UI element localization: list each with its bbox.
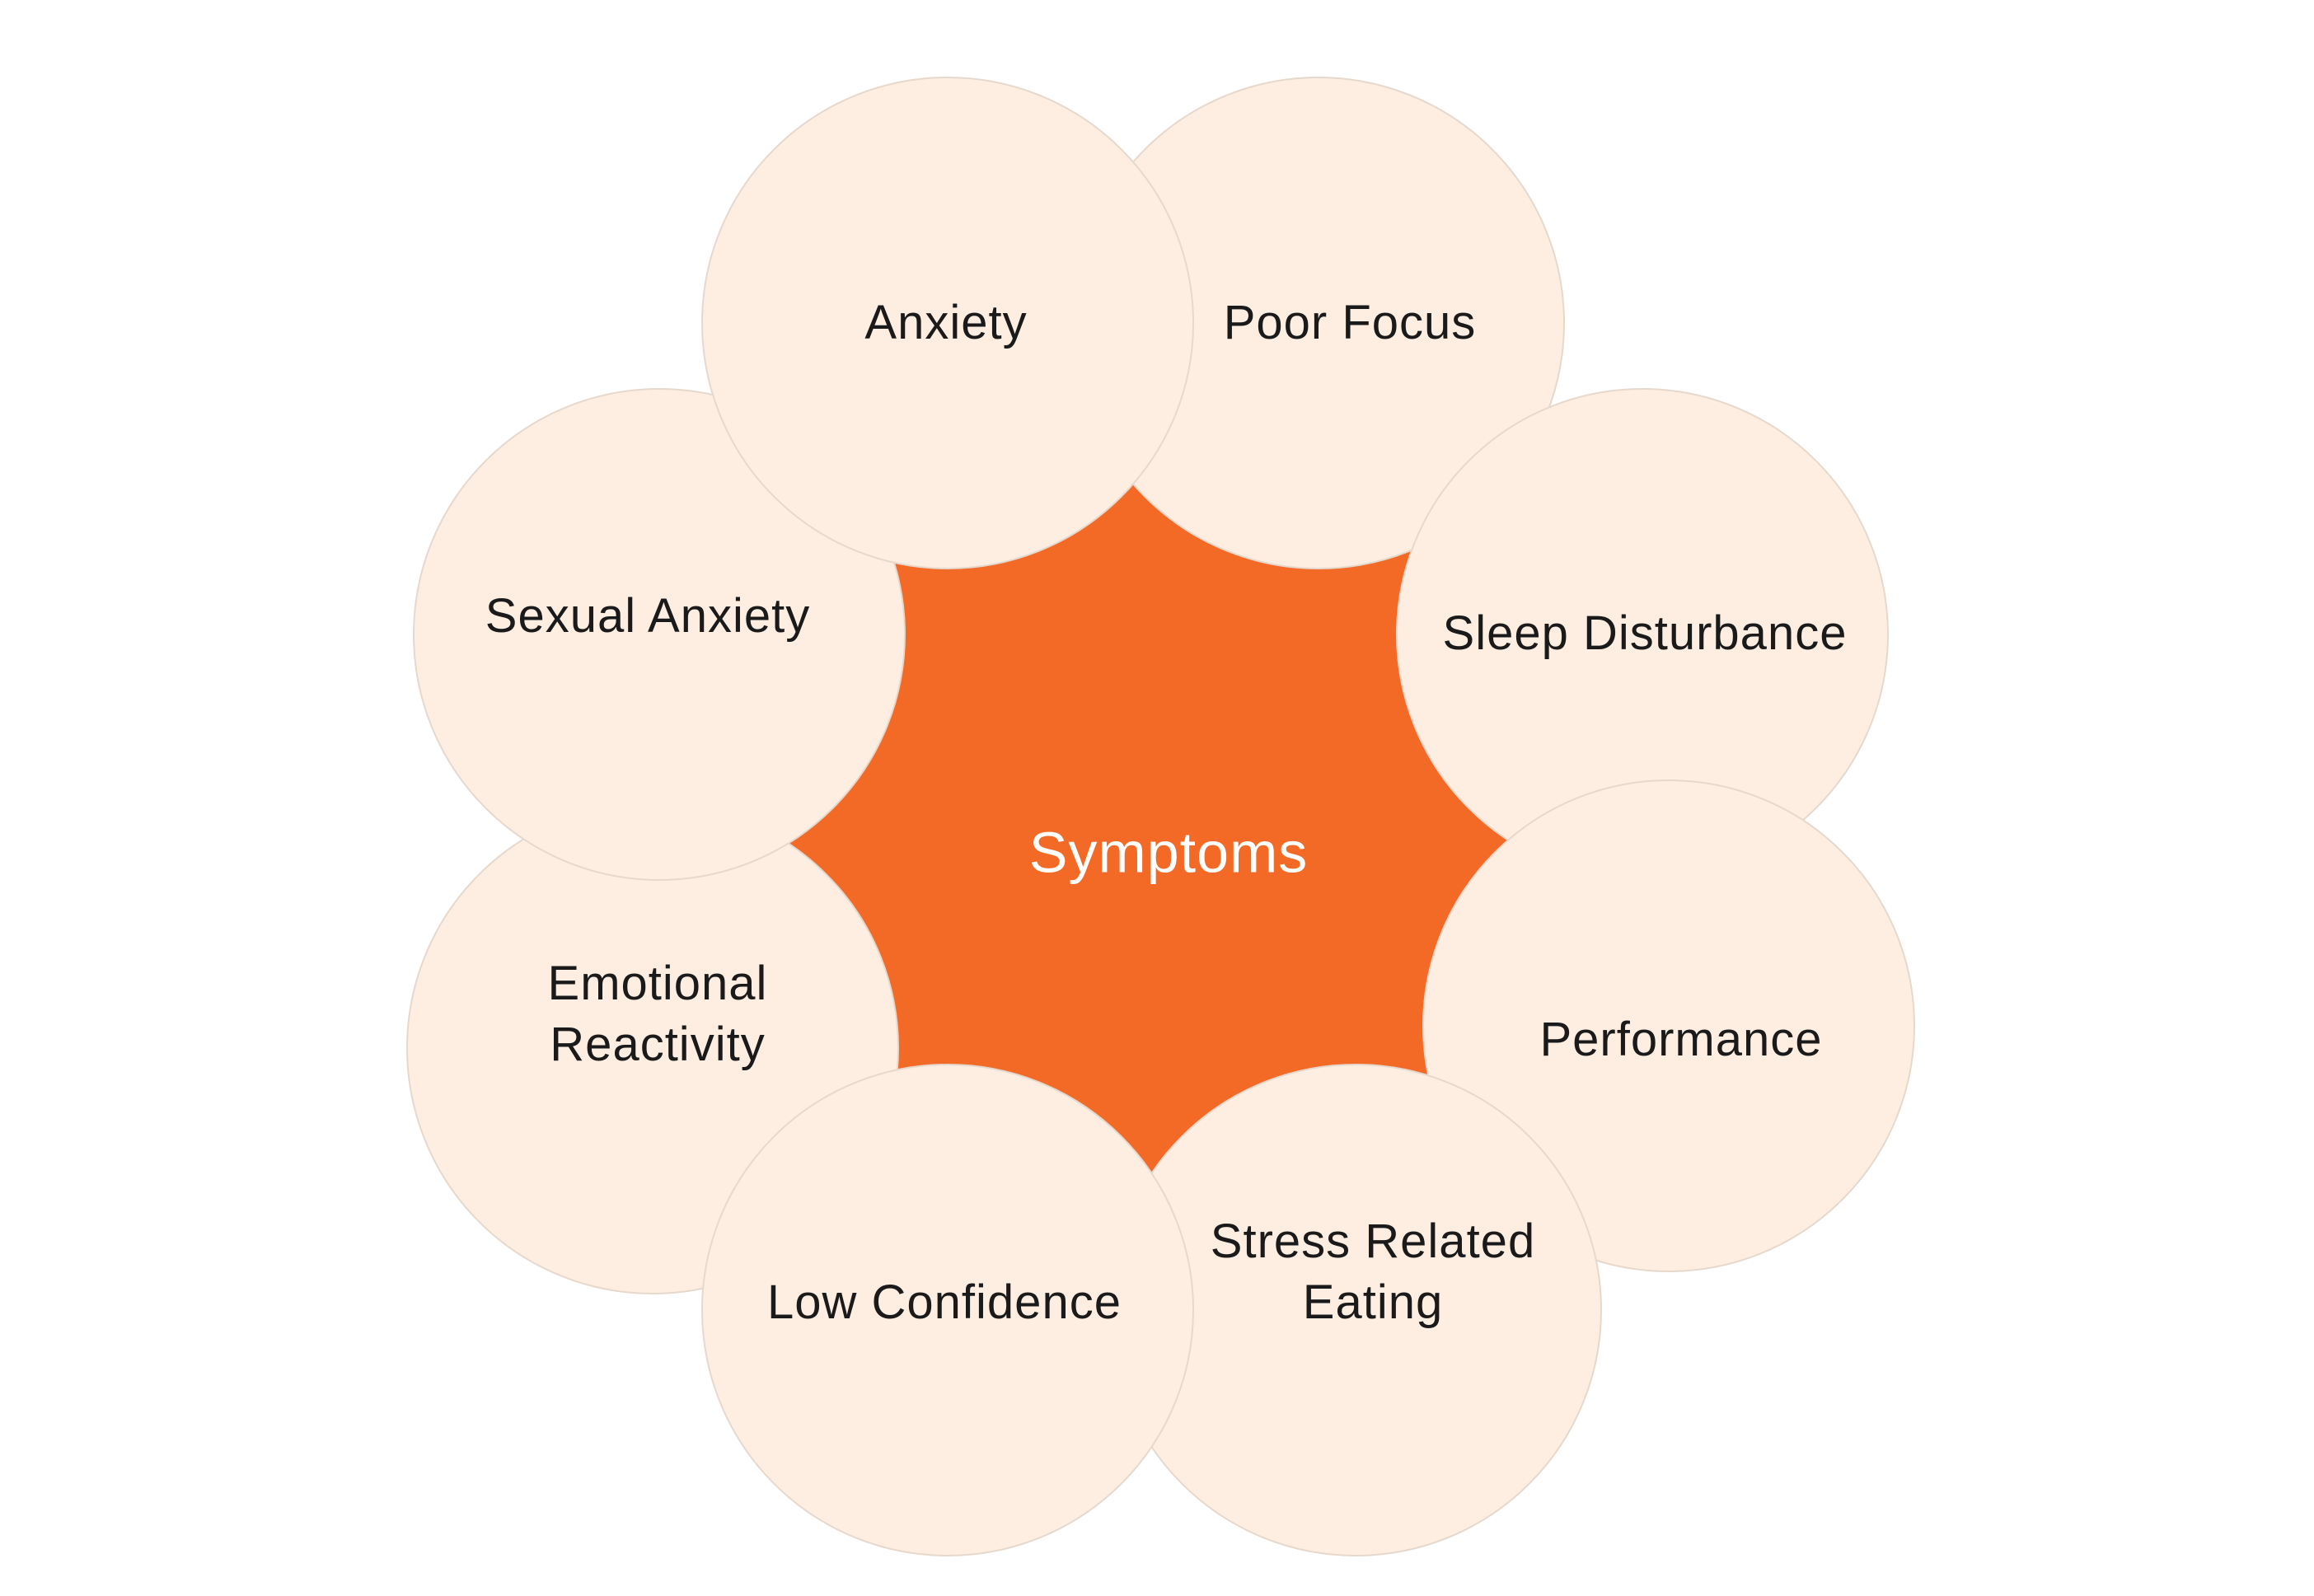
- petal-anxiety: Anxiety: [701, 77, 1194, 569]
- petal-label-line: Stress Related: [1211, 1215, 1535, 1268]
- petal-poor-focus: Poor Focus: [1072, 77, 1565, 569]
- petal-label-line: Low Confidence: [767, 1275, 1122, 1329]
- petal-label-poor-focus: Poor Focus: [1224, 296, 1477, 349]
- petal-sleep-disturbance: Sleep Disturbance: [1396, 388, 1889, 881]
- petal-label-line: Poor Focus: [1224, 296, 1477, 349]
- petal-label-line: Performance: [1539, 1013, 1822, 1066]
- center-label: Symptoms: [1029, 820, 1309, 884]
- petal-label-line: Emotional: [548, 957, 768, 1010]
- petal-circle-low-confidence: [701, 1064, 1194, 1556]
- petal-label-line: Sleep Disturbance: [1443, 606, 1848, 660]
- petal-sexual-anxiety: Sexual Anxiety: [413, 388, 906, 881]
- petal-performance: Performance: [1422, 779, 1915, 1272]
- petal-label-line: Reactivity: [550, 1018, 765, 1071]
- petal-label-low-confidence: Low Confidence: [767, 1275, 1122, 1329]
- petal-label-sexual-anxiety: Sexual Anxiety: [485, 589, 810, 643]
- petal-circle-performance: [1422, 779, 1915, 1272]
- petal-low-confidence: Low Confidence: [701, 1064, 1194, 1556]
- petal-label-line: Sexual Anxiety: [485, 589, 810, 643]
- petal-circle-anxiety: [701, 77, 1194, 569]
- petal-circle-sexual-anxiety: [413, 388, 906, 881]
- petal-label-sleep-disturbance: Sleep Disturbance: [1443, 606, 1848, 660]
- petal-label-line: Eating: [1303, 1275, 1443, 1329]
- petal-label-line: Anxiety: [864, 296, 1027, 349]
- petal-label-performance: Performance: [1539, 1013, 1822, 1066]
- petal-label-anxiety: Anxiety: [864, 296, 1027, 349]
